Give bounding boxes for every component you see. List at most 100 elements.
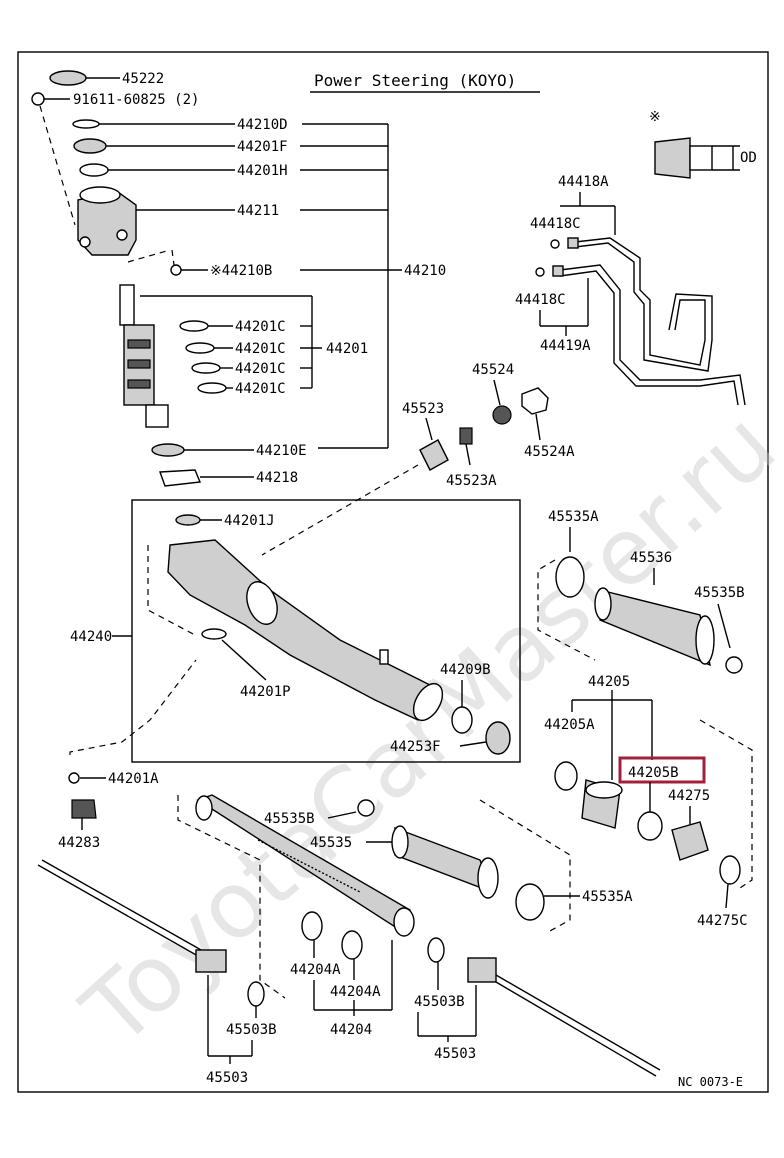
pipe-fitting-od-detail <box>654 137 691 179</box>
part-45503B-left[interactable] <box>247 981 265 1007</box>
label-44240: 44240 <box>70 629 112 645</box>
part-44201C-2[interactable] <box>185 342 215 354</box>
label-44201H: 44201H <box>237 163 288 179</box>
label-44283: 44283 <box>58 835 100 851</box>
label-44418C-2: 44418C <box>515 292 566 308</box>
part-45503-left-tie-rod[interactable] <box>37 864 206 961</box>
part-44418C-2[interactable] <box>535 267 545 277</box>
part-45535A-top-clamp[interactable] <box>555 556 585 598</box>
adjuster-group: 45523 45524 45524A 45523A <box>261 362 575 556</box>
part-44201A[interactable] <box>68 772 80 784</box>
part-44204A-1[interactable] <box>301 911 323 941</box>
label-45535A-bot: 45535A <box>582 889 633 905</box>
label-44205A: 44205A <box>544 717 595 733</box>
label-44275C: 44275C <box>697 913 748 929</box>
label-44211: 44211 <box>237 203 279 219</box>
part-44218-gasket[interactable] <box>159 469 202 487</box>
part-44201-pinion-shaft[interactable] <box>119 284 135 326</box>
part-44201P[interactable] <box>201 628 227 640</box>
label-44210B: ※44210B <box>210 263 272 279</box>
label-44204A-1: 44204A <box>290 962 341 978</box>
rack-lower-group: 45535B 45535 45535A 44204A 44204A 44204 <box>177 794 633 1038</box>
part-44201C-4[interactable] <box>197 382 227 394</box>
part-44210B[interactable] <box>170 264 182 276</box>
label-45222: 45222 <box>122 71 164 87</box>
part-44204A-2[interactable] <box>341 930 363 960</box>
label-45524A: 45524A <box>524 444 575 460</box>
label-45535: 45535 <box>310 835 352 851</box>
highlight-44205B <box>618 756 706 784</box>
part-45503B-right[interactable] <box>427 937 445 963</box>
label-45535A-top: 45535A <box>548 509 599 525</box>
left-small-group: 44201A 44283 <box>58 659 197 851</box>
part-45523[interactable] <box>419 439 449 471</box>
pipe-group: ※ OD 44418A 44418C 44418C 44419A <box>515 109 757 406</box>
label-45503-2: 45503 <box>434 1046 476 1062</box>
label-44419A: 44419A <box>540 338 591 354</box>
label-44209B: 44209B <box>440 662 491 678</box>
label-45503B-1: 45503B <box>226 1022 277 1038</box>
part-45535B-top[interactable] <box>725 656 743 674</box>
part-45536-boot[interactable] <box>599 589 711 667</box>
watermark-text: ToyotaCarMaster.ru <box>62 392 784 1067</box>
pipe-44419A[interactable] <box>559 264 746 406</box>
part-44205B[interactable] <box>637 811 663 841</box>
part-44253F[interactable] <box>485 721 511 755</box>
od-label: OD <box>740 150 757 166</box>
part-44210D[interactable] <box>72 119 100 129</box>
part-44201C-1[interactable] <box>179 320 209 332</box>
part-44283[interactable] <box>71 799 97 819</box>
label-44210: 44210 <box>404 263 446 279</box>
part-45523A-spring[interactable] <box>459 427 473 445</box>
part-44210E[interactable] <box>151 443 185 457</box>
label-44205: 44205 <box>588 674 630 690</box>
part-91611-bolt[interactable] <box>31 92 45 106</box>
label-44210D: 44210D <box>237 117 288 133</box>
part-44201J[interactable] <box>175 514 201 526</box>
pipe-44418A[interactable] <box>574 237 706 366</box>
label-44210E: 44210E <box>256 443 307 459</box>
part-44205A[interactable] <box>554 761 578 791</box>
label-44253F: 44253F <box>390 739 441 755</box>
part-44201C-3[interactable] <box>191 362 221 374</box>
part-45503-right-tie-rod[interactable] <box>467 957 497 983</box>
part-44418C-1[interactable] <box>550 239 560 249</box>
label-91611: 91611-60825 (2) <box>73 92 199 108</box>
label-44201C-3: 44201C <box>235 361 286 377</box>
part-44209B[interactable] <box>451 706 473 734</box>
pinion-group: 45222 91611-60825 (2) 44210D 44201F 4420… <box>31 70 446 487</box>
label-44275: 44275 <box>668 788 710 804</box>
part-45524[interactable] <box>492 405 512 425</box>
part-45535B-mid[interactable] <box>357 799 375 817</box>
part-44201H[interactable] <box>79 163 109 177</box>
label-44201C-4: 44201C <box>235 381 286 397</box>
label-44201F: 44201F <box>237 139 288 155</box>
label-44201C-2: 44201C <box>235 341 286 357</box>
label-44204: 44204 <box>330 1022 372 1038</box>
od-note-mark: ※ <box>649 109 661 125</box>
label-45524: 45524 <box>472 362 514 378</box>
part-45222-cap[interactable] <box>49 70 87 86</box>
label-45503B-2: 45503B <box>414 994 465 1010</box>
rack-housing-group: 44240 44201J 44201P 44209B 44253F <box>70 499 521 763</box>
part-45535A-bot-clamp[interactable] <box>515 883 545 921</box>
part-45535-boot[interactable] <box>394 826 494 894</box>
label-44201A: 44201A <box>108 771 159 787</box>
part-44201F[interactable] <box>73 138 107 154</box>
label-44205B: 44205B <box>628 765 679 781</box>
part-45524A[interactable] <box>521 387 549 415</box>
label-44418C-1: 44418C <box>530 216 581 232</box>
tie-rod-group: 45503B 45503 45503B 45503 <box>37 859 661 1086</box>
boot-right-group: 45535A 45536 45535B 44205 44205A 44205B … <box>537 509 753 929</box>
part-44275[interactable] <box>671 821 709 861</box>
label-44201: 44201 <box>326 341 368 357</box>
diagram-title: Power Steering (KOYO) <box>314 71 516 90</box>
label-44204A-2: 44204A <box>330 984 381 1000</box>
diagram-code: NC 0073-E <box>678 1075 743 1089</box>
label-45523A: 45523A <box>446 473 497 489</box>
diagram-frame <box>17 51 769 1093</box>
part-44275C[interactable] <box>719 855 741 885</box>
label-45535B-mid: 45535B <box>264 811 315 827</box>
